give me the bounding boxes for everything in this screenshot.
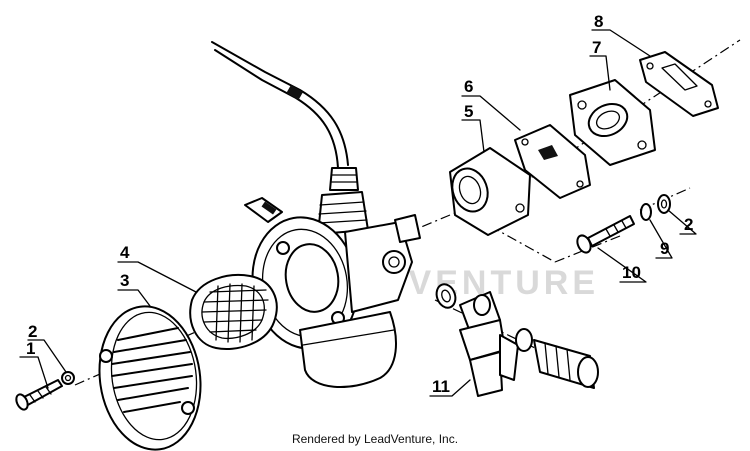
callout-7: 7	[592, 38, 601, 57]
part-4-filter-screen	[189, 274, 278, 350]
callout-10: 10	[622, 263, 641, 282]
callout-2-left: 2	[28, 322, 37, 341]
callout-1: 1	[26, 339, 35, 358]
callout-5: 5	[464, 102, 473, 121]
callout-9: 9	[660, 239, 669, 258]
callout-4: 4	[120, 243, 130, 262]
callout-8: 8	[594, 12, 603, 31]
callout-11: 11	[432, 377, 450, 396]
callout-numbers: 1 2 3 4 5 6 7 8 9 2 10 11	[26, 12, 693, 396]
callout-leader-lines	[19, 29, 697, 397]
part-7-spacer	[569, 79, 656, 166]
part-1-screw	[15, 379, 63, 411]
part-11-fuel-valve	[435, 283, 599, 397]
carburetor-body	[244, 191, 421, 388]
part-6-gasket	[514, 124, 591, 199]
part-9-lock-washer	[640, 203, 652, 221]
callout-6: 6	[464, 77, 473, 96]
part-2-washer-right	[657, 194, 671, 214]
footer-credit: Rendered by LeadVenture, Inc.	[291, 432, 459, 446]
callout-3: 3	[120, 271, 129, 290]
part-8-gasket	[639, 51, 719, 117]
part-2-washer-left	[61, 371, 75, 385]
part-5-intake-adapter	[449, 147, 531, 236]
part-3-air-filter-cover	[98, 305, 202, 451]
throttle-cable	[211, 41, 359, 191]
part-10-bolt	[576, 215, 635, 254]
callout-2-right: 2	[684, 215, 693, 234]
